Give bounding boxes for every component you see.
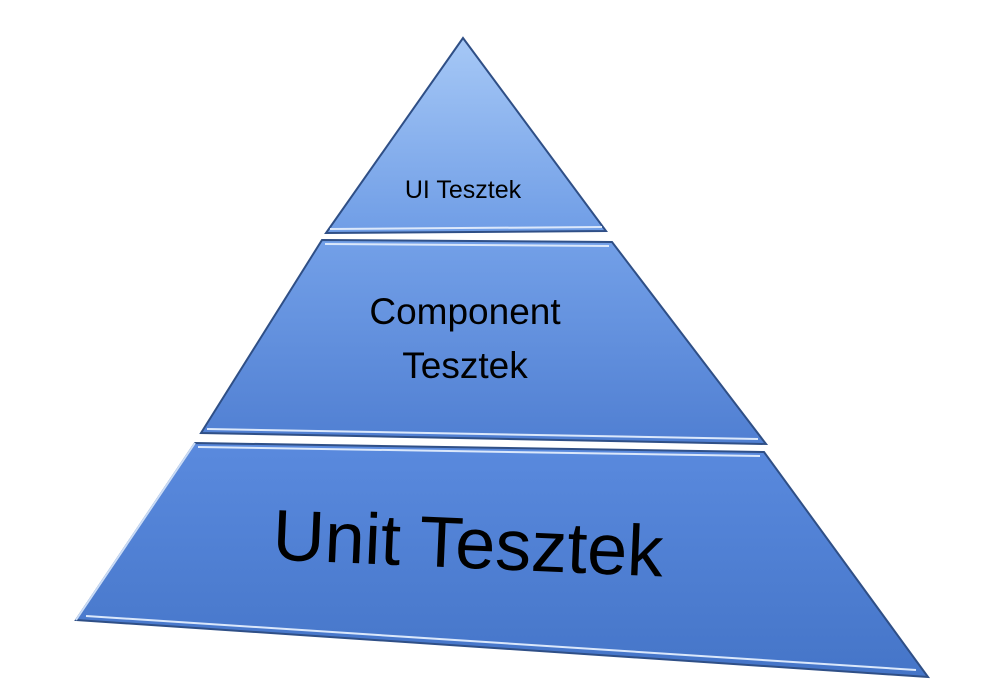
tier-unit-label: Unit Tesztek [271,496,666,593]
tier-component-label-line1: Component [369,291,561,332]
tier-component-highlight-top [324,243,610,247]
tier-component-shape [199,238,769,446]
tier-unit: Unit Tesztek [74,441,931,679]
tier-ui: UI Tesztek [324,36,608,235]
tier-component-label-line2: Tesztek [402,345,528,386]
tier-unit-highlight-bottom [85,615,917,671]
tier-ui-shape [324,36,608,235]
tier-unit-highlight-left [75,442,196,621]
tier-unit-highlight-top [197,446,761,457]
tier-ui-highlight [329,226,603,230]
tier-component-highlight-bottom [206,428,759,440]
tier-ui-label: UI Tesztek [405,176,522,204]
tier-component: Component Tesztek [199,238,769,446]
